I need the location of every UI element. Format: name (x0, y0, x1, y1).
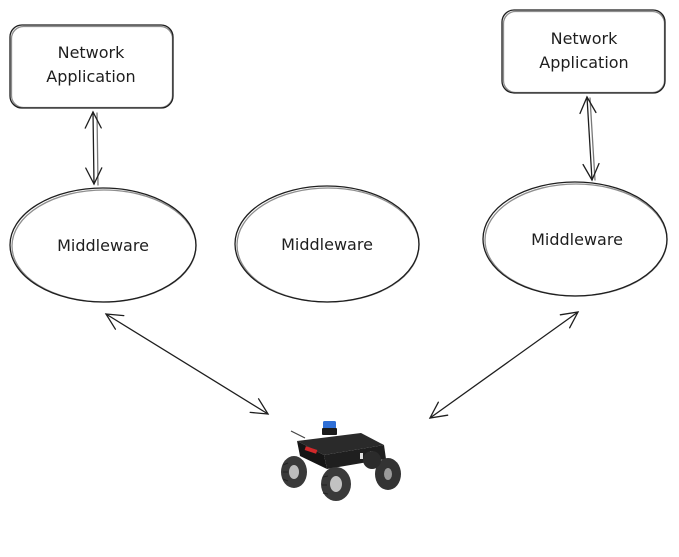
arrow-middleware-left-to-robot (104, 313, 270, 415)
robot-rover-icon (281, 421, 401, 501)
app-right-line1: Network (551, 29, 619, 48)
app-right-line2: Application (539, 53, 628, 72)
arrow-app-right-to-middleware-right (579, 95, 600, 182)
network-application-box-right: Network Application (501, 9, 666, 94)
arrow-middleware-right-to-robot (428, 311, 580, 419)
middleware-left-label: Middleware (57, 236, 149, 255)
app-left-line2: Application (46, 67, 135, 86)
lidar-sensor-icon (323, 421, 336, 429)
arrow-app-left-to-middleware-left (84, 110, 103, 186)
app-left-line1: Network (58, 43, 126, 62)
middleware-left-node: Middleware (9, 187, 197, 303)
middleware-center-label: Middleware (281, 235, 373, 254)
middleware-center-node: Middleware (234, 185, 420, 303)
middleware-right-label: Middleware (531, 230, 623, 249)
middleware-right-node: Middleware (482, 181, 668, 297)
network-application-box-left: Network Application (9, 24, 174, 109)
